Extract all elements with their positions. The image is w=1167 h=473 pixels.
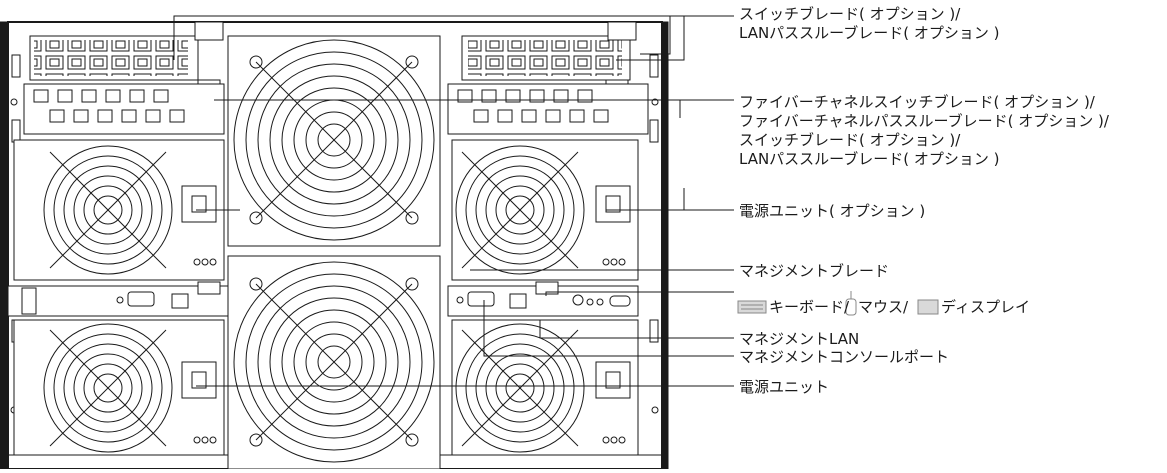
center-fan-bottom <box>227 255 441 470</box>
label-lan-pass-top: LANパススルーブレード( オプション ) <box>739 24 1000 42</box>
mouse-icon <box>845 291 857 316</box>
leader-lines <box>173 15 734 387</box>
fc-blade-left <box>23 83 225 135</box>
fc-blade-right <box>447 83 649 135</box>
psu-bottom-left <box>13 319 225 456</box>
label-mgmt-console: マネジメントコンソールポート <box>739 348 950 366</box>
mgmt-blade-right <box>447 281 639 317</box>
label-display: ディスプレイ <box>941 298 1030 316</box>
label-switch-blade-top: スイッチブレード( オプション )/ <box>739 5 961 23</box>
center-fan-top <box>227 35 441 247</box>
label-lan-pass-mid: LANパススルーブレード( オプション ) <box>739 150 1000 168</box>
label-psu-optional: 電源ユニット( オプション ) <box>739 202 926 220</box>
keyboard-icon <box>737 300 767 314</box>
label-mouse: マウス/ <box>858 298 909 316</box>
psu-top-left <box>13 139 225 281</box>
display-icon <box>917 299 939 315</box>
psu-bottom-right <box>451 319 639 456</box>
label-psu: 電源ユニット <box>739 378 830 396</box>
label-fc-switch: ファイバーチャネルスイッチブレード( オプション )/ <box>739 93 1095 111</box>
label-switch-blade-mid: スイッチブレード( オプション )/ <box>739 131 961 149</box>
switch-blade-left <box>29 21 224 101</box>
label-fc-pass: ファイバーチャネルパススルーブレード( オプション )/ <box>739 112 1109 130</box>
label-mgmt-lan: マネジメントLAN <box>739 330 860 348</box>
label-mgmt-blade: マネジメントブレード <box>739 262 890 280</box>
mgmt-blade-left <box>7 281 229 317</box>
label-keyboard: キーボード/ <box>769 298 850 316</box>
